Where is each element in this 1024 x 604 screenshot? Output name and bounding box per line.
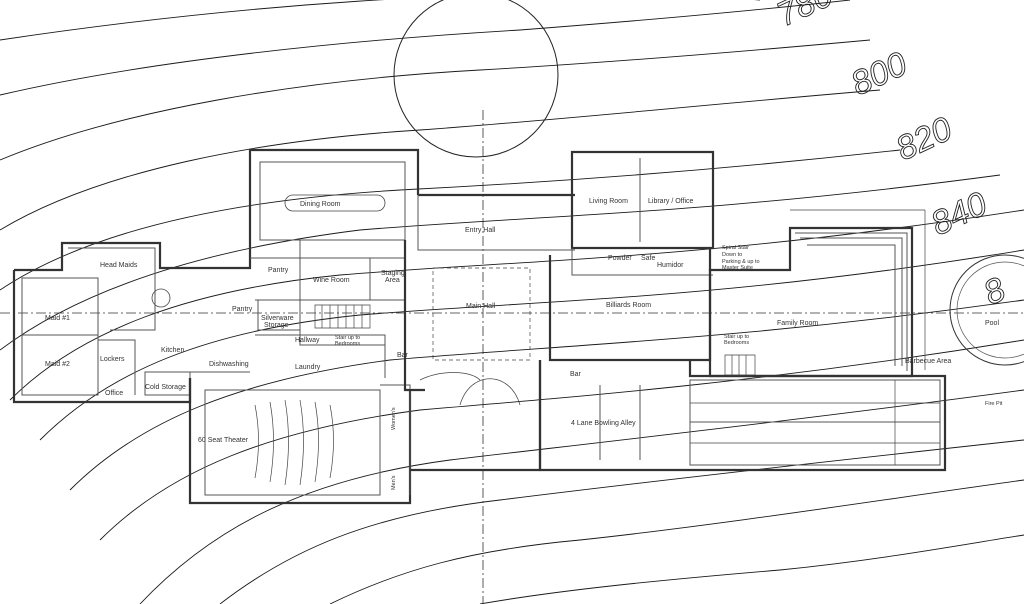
label-hallway: Hallway (295, 337, 320, 344)
label-stair-east-1: Stair up to (724, 334, 749, 340)
tree-circle (393, 0, 559, 158)
label-barbecue-area: Barbecue Area (905, 358, 951, 365)
label-humidor: Humidor (657, 262, 684, 269)
label-family-room: Family Room (777, 320, 818, 327)
label-lockers: Lockers (100, 356, 125, 363)
label-silverware-1: Silverware (261, 315, 294, 322)
label-stair-east-2: Bedrooms (724, 340, 749, 346)
label-spiral-stair-4: Master Suite (722, 265, 753, 271)
label-stair-west-2: Bedrooms (335, 341, 360, 347)
contour-label-820: 820 (890, 110, 958, 168)
label-entry-hall: Entry Hall (465, 227, 496, 234)
contour-label-800: 800 (845, 45, 913, 103)
label-cold-storage: Cold Storage (145, 384, 186, 391)
label-billiards-room: Billiards Room (606, 302, 651, 309)
label-safe: Safe (641, 255, 656, 262)
label-spiral-stair-1: Spiral Stair (722, 245, 749, 251)
label-kitchen: Kitchen (161, 347, 184, 354)
contour-label-840: 840 (925, 185, 993, 243)
label-pantry-lower: Pantry (232, 306, 253, 313)
contour-label-780: 780 (771, 0, 839, 34)
label-maid-2: Maid #2 (45, 361, 70, 368)
label-fire-pit: Fire Pit (985, 401, 1003, 407)
label-wine-room: Wine Room (313, 277, 350, 284)
label-laundry: Laundry (295, 364, 321, 371)
label-spiral-stair-3: Parking & up to (722, 259, 760, 265)
label-library-office: Library / Office (648, 198, 693, 205)
label-womens: Women's (391, 407, 397, 430)
label-spiral-stair-2: Down to (722, 252, 742, 258)
label-office: Office (105, 390, 123, 397)
label-theater: 60 Seat Theater (198, 437, 249, 444)
room-labels: Dining Room Entry Hall Living Room Libra… (45, 198, 1003, 490)
contour-label-860: 8 (978, 270, 1011, 312)
label-main-hall: Main Hall (466, 303, 496, 310)
label-stair-west-1: Stair up to (335, 335, 360, 341)
label-pool: Pool (985, 320, 999, 327)
label-staging-2: Area (385, 277, 400, 284)
label-silverware-2: Storage (264, 322, 289, 329)
label-pantry-upper: Pantry (268, 267, 289, 274)
label-staging-1: Staging (381, 270, 405, 277)
label-bowling-alley: 4 Lane Bowling Alley (571, 420, 636, 427)
walls (12, 148, 1024, 505)
label-mens: Men's (391, 475, 397, 490)
label-dishwashing: Dishwashing (209, 361, 249, 368)
label-bar-west: Bar (397, 352, 409, 359)
label-bar-east: Bar (570, 371, 582, 378)
label-dining-room: Dining Room (300, 201, 341, 208)
label-head-maids: Head Maids (100, 262, 138, 269)
label-living-room: Living Room (589, 198, 628, 205)
label-powder: Powder (608, 255, 632, 262)
label-maid-1: Maid #1 (45, 315, 70, 322)
